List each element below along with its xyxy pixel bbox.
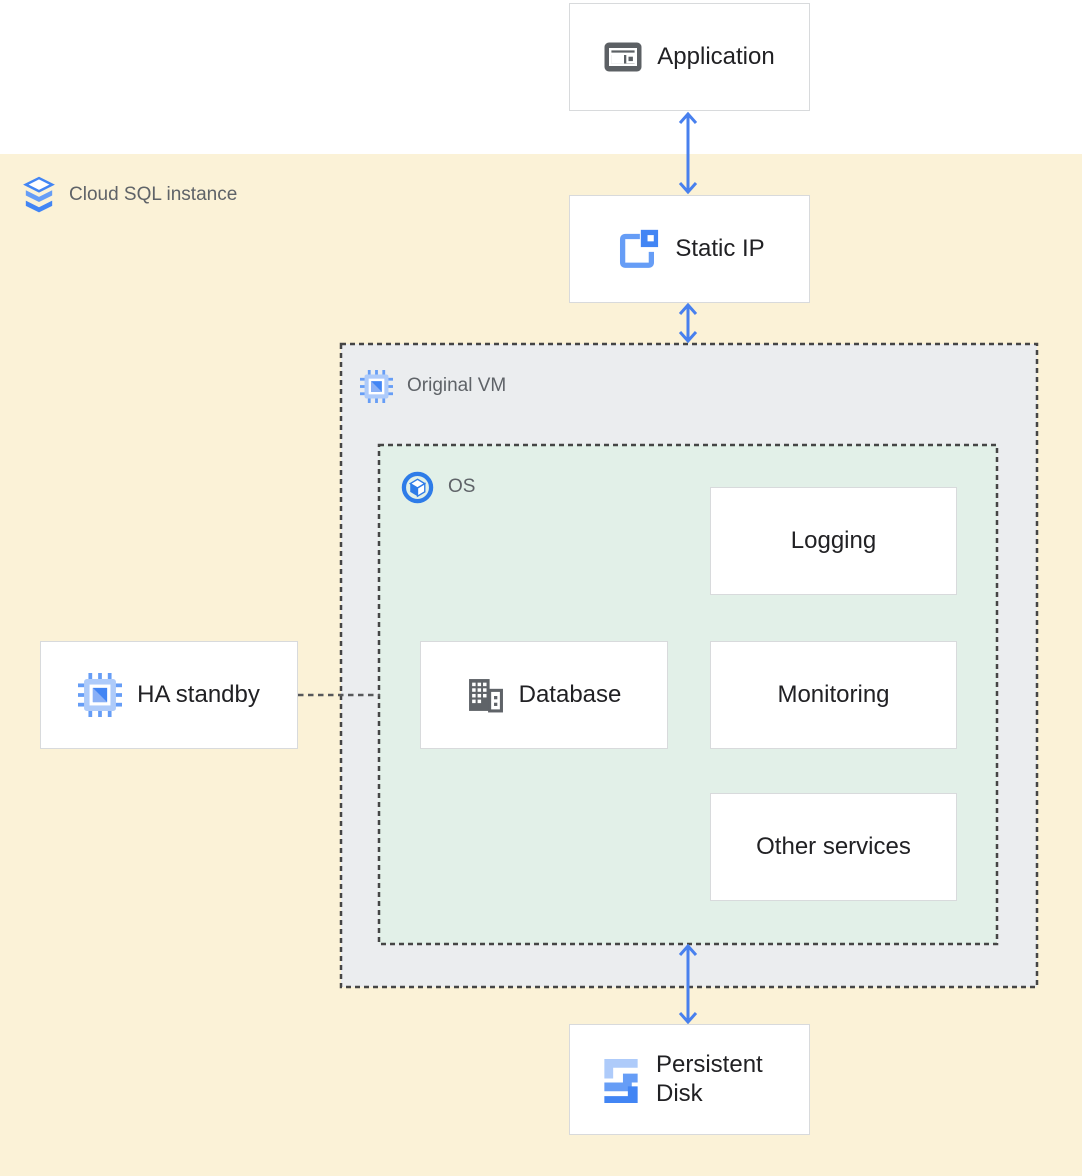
original-vm-zone-text: Original VM xyxy=(407,375,507,396)
database-node: Database xyxy=(420,641,668,749)
application-label: Application xyxy=(657,42,775,70)
application-icon xyxy=(604,42,642,72)
arrow-application-staticip xyxy=(678,111,698,195)
persistent-disk-icon xyxy=(604,1058,638,1103)
database-label: Database xyxy=(518,680,622,708)
persistent-disk-label: Persistent Disk xyxy=(656,1051,763,1107)
logging-label: Logging xyxy=(790,526,877,554)
original-vm-zone-label: Original VM xyxy=(360,369,506,403)
os-zone-label: OS xyxy=(401,470,475,504)
arrow-staticip-vm xyxy=(678,302,698,344)
os-icon xyxy=(401,471,434,503)
static-ip-icon xyxy=(620,229,659,268)
monitoring-node: Monitoring xyxy=(710,641,957,749)
os-zone-text: OS xyxy=(448,476,476,497)
other-services-label: Other services xyxy=(756,832,911,860)
compute-chip-icon xyxy=(360,369,393,403)
static-ip-node: Static IP xyxy=(569,195,810,303)
cloud-sql-zone-text: Cloud SQL instance xyxy=(69,184,238,205)
ha-standby-label: HA standby xyxy=(137,680,260,708)
database-building-icon xyxy=(468,678,503,712)
ha-standby-node: HA standby xyxy=(40,641,298,749)
static-ip-label: Static IP xyxy=(675,234,765,262)
arrow-os-disk xyxy=(678,943,698,1025)
cloud-sql-icon xyxy=(23,176,55,213)
cloud-sql-zone-label: Cloud SQL instance xyxy=(23,175,237,215)
persistent-disk-node: Persistent Disk xyxy=(569,1024,810,1135)
logging-node: Logging xyxy=(710,487,957,595)
application-node: Application xyxy=(569,3,810,111)
monitoring-label: Monitoring xyxy=(777,680,890,708)
compute-chip-icon xyxy=(78,673,123,717)
other-services-node: Other services xyxy=(710,793,957,901)
